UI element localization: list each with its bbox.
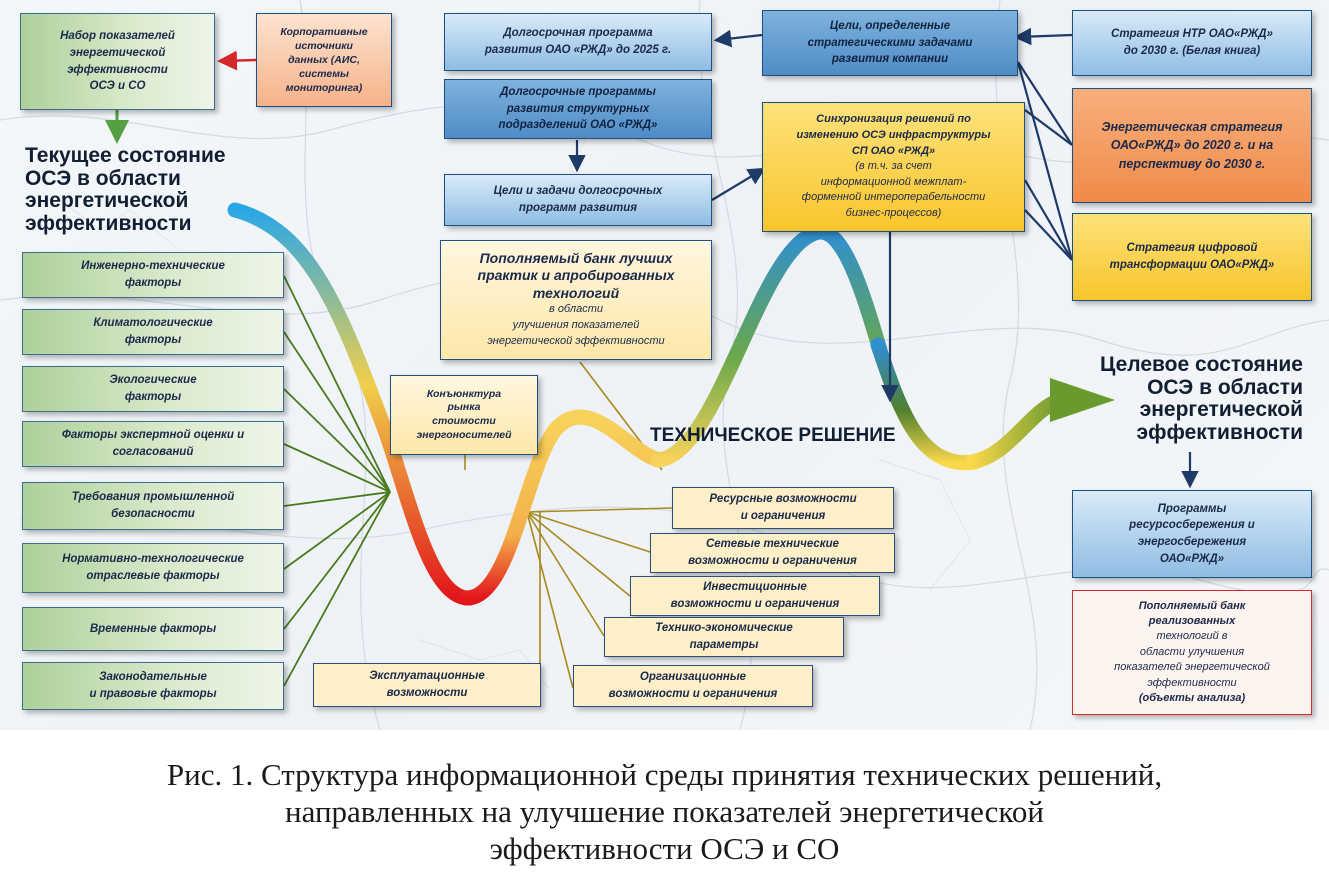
longterm-programs-divisions-box: Долгосрочные программы развития структур… (444, 79, 712, 139)
longterm-program-box: Долгосрочная программа развития ОАО «РЖД… (444, 13, 712, 71)
navy-connectors (568, 27, 1199, 489)
bank-realized-title: Пополняемый банк реализованных (1138, 599, 1246, 628)
decision-curve (227, 202, 1068, 606)
energy-strategy-box: Энергетическая стратегия ОАО«РЖД» до 202… (1072, 88, 1312, 203)
target-arrowhead (1050, 378, 1115, 422)
factor-expert-evaluation: Факторы экспертной оценки и согласований (22, 421, 284, 467)
best-practices-title: Пополняемый банк лучших практик и апроби… (477, 249, 675, 301)
best-practices-box: Пополняемый банк лучших практик и апроби… (440, 240, 712, 360)
goals-tasks-box: Цели и задачи долгосрочных программ разв… (444, 174, 712, 226)
factor-regulatory-technological: Нормативно-технологические отраслевые фа… (22, 543, 284, 593)
red-connector (217, 50, 257, 71)
factor-investment: Инвестиционные возможности и ограничения (630, 576, 880, 616)
strategy-ntr-box: Стратегия НТР ОАО«РЖД» до 2030 г. (Белая… (1072, 10, 1312, 76)
factor-engineering: Инженерно-технические факторы (22, 252, 284, 298)
current-state-title: Текущее состояние ОСЭ в области энергети… (25, 144, 226, 236)
factor-industrial-safety: Требования промышленной безопасности (22, 482, 284, 530)
connections-layer (105, 27, 1199, 689)
best-practices-note: в области улучшения показателей энергети… (487, 303, 665, 348)
indicators-box: Набор показателей энергетической эффекти… (20, 13, 215, 110)
diagram-canvas: Текущее состояние ОСЭ в области энергети… (0, 0, 1329, 730)
factor-network: Сетевые технические возможности и ограни… (650, 533, 895, 573)
factor-ecology: Экологические факторы (22, 366, 284, 412)
bank-realized-note: технологий в области улучшения показател… (1114, 630, 1270, 689)
factor-resource: Ресурсные возможности и ограничения (672, 487, 894, 529)
factor-technical-economic: Технико-экономические параметры (604, 617, 844, 657)
factor-operational: Эксплуатационные возможности (313, 663, 541, 707)
sync-title: Синхронизация решений по изменению ОСЭ и… (796, 113, 991, 157)
right-factor-lines (464, 361, 673, 689)
factor-climate: Климатологические факторы (22, 309, 284, 355)
caption-line-1: Рис. 1. Структура информационной среды п… (166, 757, 1163, 792)
market-conditions-box: Конъюнктура рынка стоимости энергоносите… (390, 375, 538, 455)
target-state-title: Целевое состояние ОСЭ в области энергети… (1100, 353, 1303, 445)
technical-solution-label: ТЕХНИЧЕСКОЕ РЕШЕНИЕ (650, 425, 896, 446)
left-factor-lines (283, 275, 391, 687)
sync-box: Синхронизация решений по изменению ОСЭ и… (762, 102, 1025, 232)
sync-note: (в т.ч. за счет информационной межплат- … (801, 160, 986, 220)
bank-realized-tail: (объекты анализа) (1138, 691, 1246, 704)
factor-time: Временные факторы (22, 607, 284, 651)
bank-realized-box: Пополняемый банк реализованных технологи… (1072, 590, 1312, 715)
strategic-goals-box: Цели, определенные стратегическими задач… (762, 10, 1018, 76)
corporate-sources-box: Корпоративные источники данных (АИС, сис… (256, 13, 392, 107)
factor-legislative: Законодательные и правовые факторы (22, 662, 284, 710)
resource-saving-programs-box: Программы ресурсосбережения и энергосбер… (1072, 490, 1312, 578)
digital-strategy-box: Стратегия цифровой трансформации ОАО«РЖД… (1072, 213, 1312, 301)
figure-caption: Рис. 1. Структура информационной среды п… (0, 756, 1329, 867)
caption-line-2: направленных на улучшение показателей эн… (285, 794, 1044, 829)
caption-line-3: эффективности ОСЭ и СО (489, 831, 840, 866)
factor-organizational: Организационные возможности и ограничени… (573, 665, 813, 707)
